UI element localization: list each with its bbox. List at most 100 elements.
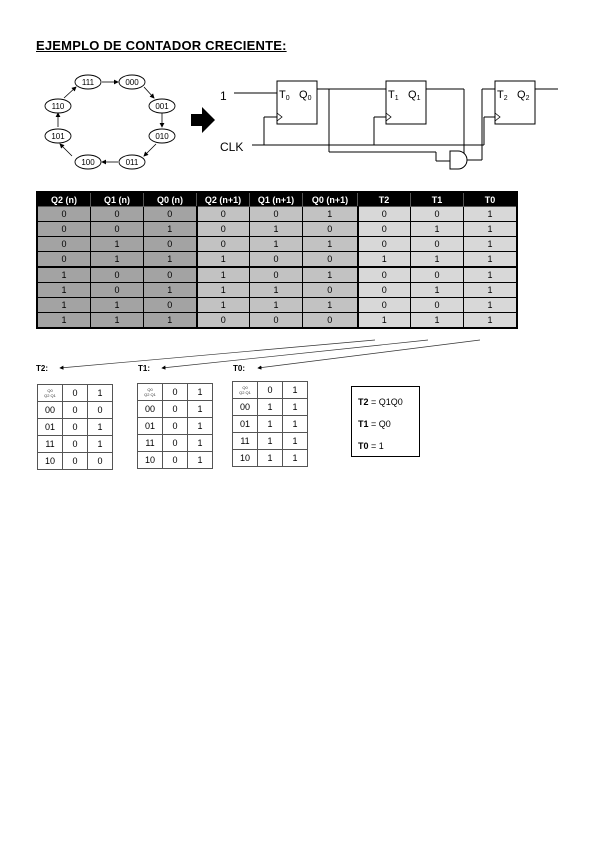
and-gate — [449, 150, 468, 170]
truth-table-header: Q2 (n) Q1 (n) Q0 (n) Q2 (n+1) Q1 (n+1) Q… — [36, 191, 518, 207]
table-cell: 1 — [302, 297, 358, 313]
table-cell: 1 — [410, 282, 464, 298]
kmap-cell: 0 — [62, 401, 88, 419]
kmap-row-header: 10 — [232, 449, 258, 467]
table-cell: 1 — [249, 282, 303, 298]
kmap-col-header: 0 — [62, 384, 88, 402]
table-cell: 1 — [249, 221, 303, 237]
table-cell: 0 — [410, 236, 464, 252]
svg-text:Q0: Q0 — [299, 89, 312, 102]
kmap-cell: 1 — [282, 415, 308, 433]
svg-text:110: 110 — [52, 102, 65, 111]
table-cell: 1 — [195, 251, 250, 268]
state-node-111: 111 — [74, 74, 102, 90]
kmap-cell: 1 — [282, 432, 308, 450]
table-cell: 0 — [90, 282, 144, 298]
kmap-col-header: 0 — [257, 381, 283, 399]
header-q1n: Q1 (n) — [90, 191, 144, 207]
svg-text:111: 111 — [82, 78, 95, 87]
state-node-110: 110 — [44, 98, 72, 114]
table-cell: 0 — [410, 206, 464, 222]
table-cell: 0 — [36, 236, 91, 252]
table-cell: 0 — [356, 282, 411, 298]
table-cell: 1 — [463, 282, 518, 298]
svg-text:100: 100 — [81, 158, 95, 167]
state-node-011: 011 — [118, 154, 146, 170]
table-row: 1 0 0 1 0 1 0 0 1 — [36, 266, 518, 283]
table-cell: 0 — [195, 236, 250, 252]
table-cell: 0 — [249, 312, 303, 329]
kmap-cell: 1 — [257, 449, 283, 467]
kmap-label-t1: T1: — [138, 364, 150, 373]
header-q0n: Q0 (n) — [143, 191, 197, 207]
state-node-101: 101 — [44, 128, 72, 144]
kmap-cell: 1 — [257, 432, 283, 450]
kmap-cell: 1 — [187, 451, 213, 469]
table-cell: 1 — [143, 282, 197, 298]
table-cell: 1 — [36, 266, 91, 283]
kmap-cell: 1 — [87, 418, 113, 436]
counter-circuit: 1 T0 Q0 T1 Q1 T2 Q2 CLK — [220, 80, 558, 170]
table-cell: 1 — [195, 297, 250, 313]
svg-text:001: 001 — [155, 102, 169, 111]
table-cell: 1 — [195, 266, 250, 283]
table-cell: 1 — [463, 266, 518, 283]
table-row: 1 1 1 0 0 0 1 1 1 — [36, 312, 518, 329]
kmap-cell: 1 — [87, 435, 113, 453]
header-q2n: Q2 (n) — [36, 191, 91, 207]
table-cell: 0 — [36, 251, 91, 268]
table-cell: 1 — [463, 206, 518, 222]
table-cell: 0 — [356, 206, 411, 222]
svg-text:Q1: Q1 — [408, 89, 421, 102]
table-cell: 1 — [463, 251, 518, 268]
table-row: 1 0 1 1 1 0 0 1 1 — [36, 282, 518, 298]
kmap-label-t0: T0: — [233, 364, 245, 373]
header-t0: T0 — [463, 191, 518, 207]
svg-text:T1: T1 — [388, 89, 399, 102]
kmap-row-header: 11 — [37, 435, 63, 453]
kmap-cell: 1 — [257, 398, 283, 416]
table-cell: 1 — [36, 312, 91, 329]
kmap-row-header: 11 — [137, 434, 163, 452]
flip-flop-t0: T0 Q0 — [276, 80, 318, 125]
table-cell: 0 — [356, 297, 411, 313]
table-cell: 1 — [195, 282, 250, 298]
kmap-col-header: 1 — [87, 384, 113, 402]
svg-text:Q2: Q2 — [517, 89, 530, 102]
table-cell: 0 — [302, 251, 358, 268]
kmap-cell: 1 — [187, 400, 213, 418]
table-cell: 1 — [90, 251, 144, 268]
table-cell: 0 — [90, 206, 144, 222]
svg-text:T0: T0 — [279, 89, 290, 102]
equation-t0: T0 = 1 — [358, 441, 384, 451]
table-cell: 0 — [143, 236, 197, 252]
table-cell: 1 — [410, 251, 464, 268]
table-row: 0 1 1 1 0 0 1 1 1 — [36, 251, 518, 268]
kmap-cell: 0 — [162, 417, 188, 435]
table-cell: 0 — [356, 236, 411, 252]
header-t1: T1 — [410, 191, 464, 207]
table-row: 0 0 1 0 1 0 0 1 1 — [36, 221, 518, 237]
table-cell: 1 — [249, 236, 303, 252]
svg-text:011: 011 — [126, 158, 139, 167]
kmap-cell: 0 — [62, 418, 88, 436]
kmap-row-header: 10 — [137, 451, 163, 469]
table-cell: 1 — [143, 312, 197, 329]
table-cell: 0 — [90, 266, 144, 283]
state-node-010: 010 — [148, 128, 176, 144]
flip-flop-t1: T1 Q1 — [385, 80, 427, 125]
table-cell: 1 — [356, 312, 411, 329]
kmap-cell: 0 — [62, 435, 88, 453]
table-cell: 1 — [356, 251, 411, 268]
table-cell: 0 — [302, 221, 358, 237]
table-cell: 0 — [195, 312, 250, 329]
table-cell: 0 — [195, 221, 250, 237]
truth-table: Q2 (n) Q1 (n) Q0 (n) Q2 (n+1) Q1 (n+1) Q… — [36, 191, 518, 329]
table-cell: 1 — [90, 312, 144, 329]
right-arrow-icon — [191, 107, 215, 133]
kmap-cell: 0 — [162, 434, 188, 452]
